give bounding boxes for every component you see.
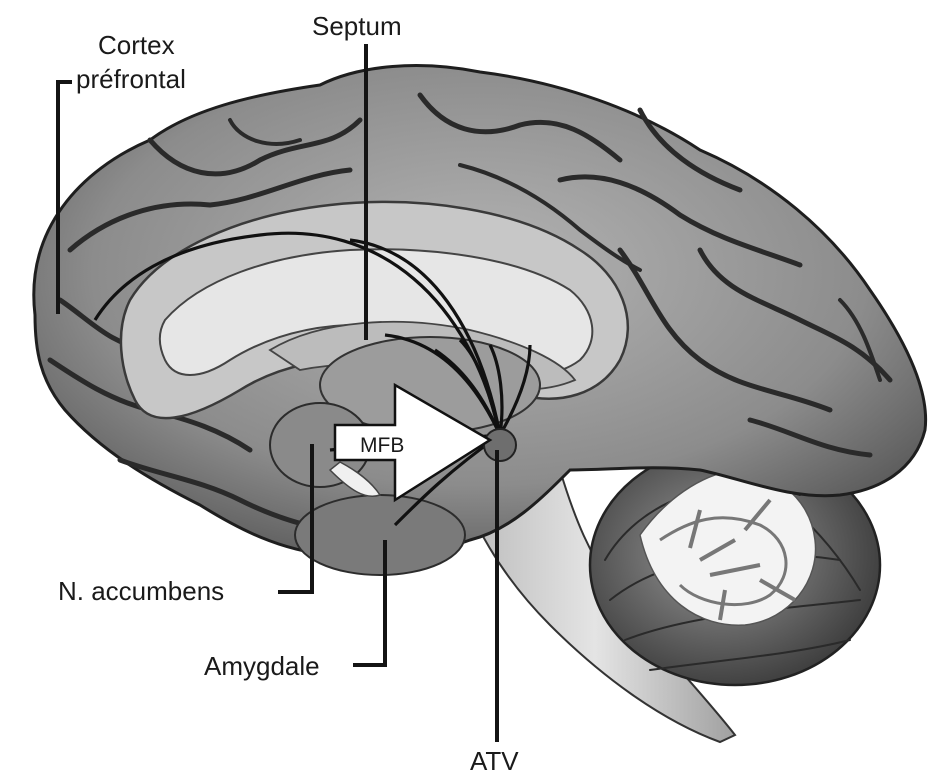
mfb-label: MFB <box>360 434 404 457</box>
atv-label: ATV <box>470 746 519 776</box>
amygdale-label: Amygdale <box>204 651 320 681</box>
cortex-label-line2: préfrontal <box>76 64 186 94</box>
septum-label: Septum <box>312 11 402 41</box>
amygdala-region <box>295 495 465 575</box>
cortex-label-line1: Cortex <box>98 30 175 60</box>
atv-nucleus <box>484 429 516 461</box>
n-accumbens-label: N. accumbens <box>58 576 224 606</box>
